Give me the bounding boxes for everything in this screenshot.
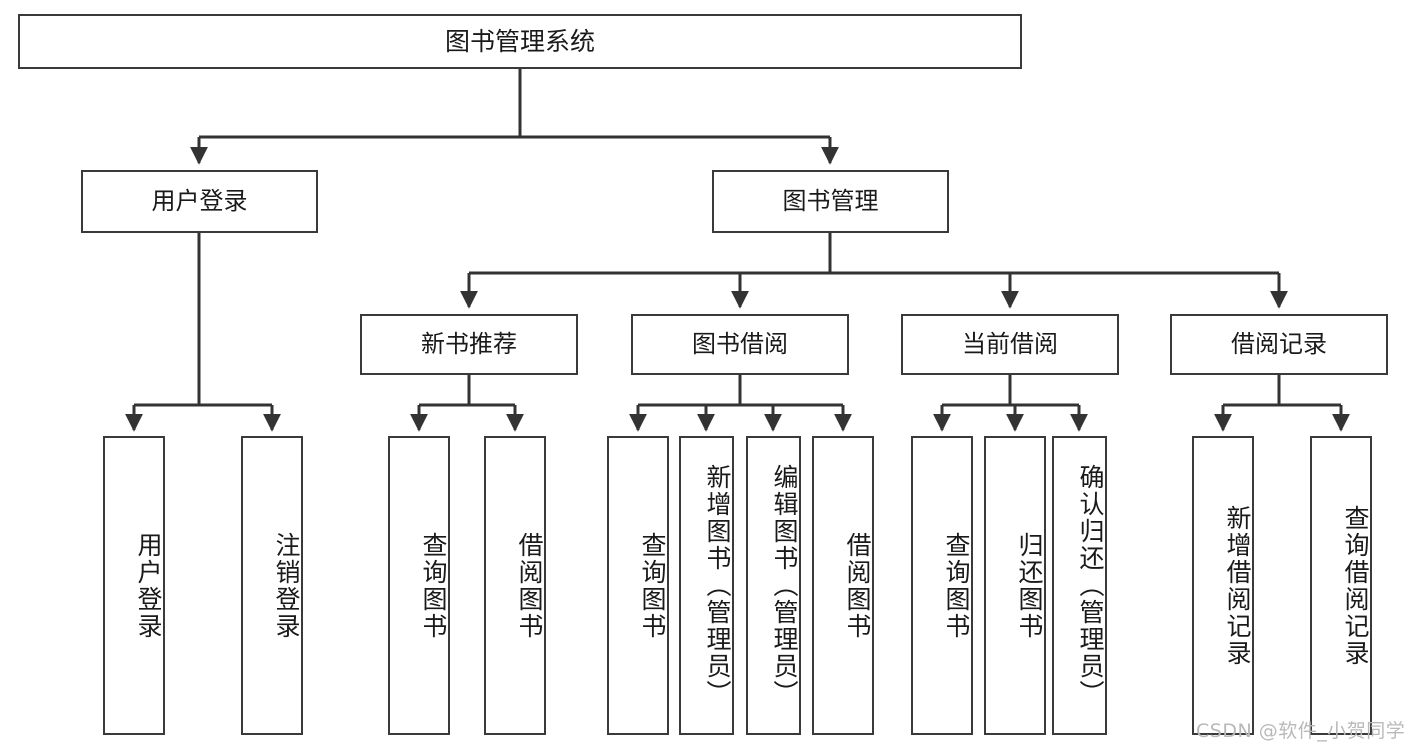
node-leaf-add-record-label: 新增借阅记录 <box>1223 504 1252 667</box>
node-book-manage[interactable]: 图书管理 <box>712 170 949 233</box>
node-leaf-user-logout[interactable]: 注销登录 <box>241 436 303 735</box>
node-leaf-confirm-return[interactable]: 确认归还（管理员） <box>1052 436 1107 735</box>
node-leaf-edit-book[interactable]: 编辑图书（管理员） <box>746 436 801 735</box>
node-leaf-user-logout-label: 注销登录 <box>272 531 301 640</box>
node-leaf-query-book-3-label: 查询图书 <box>942 531 971 640</box>
node-book-borrow-label: 图书借阅 <box>692 330 788 359</box>
node-leaf-query-book-1[interactable]: 查询图书 <box>388 436 450 735</box>
node-leaf-return-book[interactable]: 归还图书 <box>984 436 1046 735</box>
node-current-borrow[interactable]: 当前借阅 <box>901 314 1119 375</box>
node-leaf-add-record[interactable]: 新增借阅记录 <box>1192 436 1254 735</box>
node-root[interactable]: 图书管理系统 <box>18 14 1022 69</box>
node-leaf-confirm-return-label: 确认归还（管理员） <box>1076 464 1105 707</box>
node-borrow-record[interactable]: 借阅记录 <box>1170 314 1388 375</box>
node-leaf-edit-book-label: 编辑图书（管理员） <box>770 464 799 707</box>
node-leaf-add-book-label: 新增图书（管理员） <box>703 464 732 707</box>
node-leaf-query-book-2-label: 查询图书 <box>638 531 667 640</box>
node-leaf-user-login[interactable]: 用户登录 <box>103 436 165 735</box>
node-leaf-borrow-book-1[interactable]: 借阅图书 <box>484 436 546 735</box>
node-leaf-borrow-book-2-label: 借阅图书 <box>843 531 872 640</box>
node-book-manage-label: 图书管理 <box>782 187 879 216</box>
node-leaf-query-record-label: 查询借阅记录 <box>1341 504 1370 667</box>
node-leaf-query-book-2[interactable]: 查询图书 <box>607 436 669 735</box>
node-leaf-query-book-1-label: 查询图书 <box>419 531 448 640</box>
node-leaf-borrow-book-1-label: 借阅图书 <box>515 531 544 640</box>
node-leaf-return-book-label: 归还图书 <box>1015 531 1044 640</box>
node-leaf-add-book[interactable]: 新增图书（管理员） <box>679 436 734 735</box>
node-leaf-query-record[interactable]: 查询借阅记录 <box>1310 436 1372 735</box>
node-new-book-rec-label: 新书推荐 <box>421 330 517 359</box>
node-user-login-label: 用户登录 <box>151 187 248 216</box>
csdn-watermark: CSDN @软件_小贺同学 <box>1196 720 1405 742</box>
node-leaf-query-book-3[interactable]: 查询图书 <box>911 436 973 735</box>
node-leaf-borrow-book-2[interactable]: 借阅图书 <box>812 436 874 735</box>
node-current-borrow-label: 当前借阅 <box>962 330 1058 359</box>
node-leaf-user-login-label: 用户登录 <box>134 531 163 640</box>
node-user-login[interactable]: 用户登录 <box>81 170 318 233</box>
node-book-borrow[interactable]: 图书借阅 <box>631 314 849 375</box>
node-root-label: 图书管理系统 <box>444 26 595 56</box>
node-borrow-record-label: 借阅记录 <box>1231 330 1327 359</box>
node-new-book-rec[interactable]: 新书推荐 <box>360 314 578 375</box>
